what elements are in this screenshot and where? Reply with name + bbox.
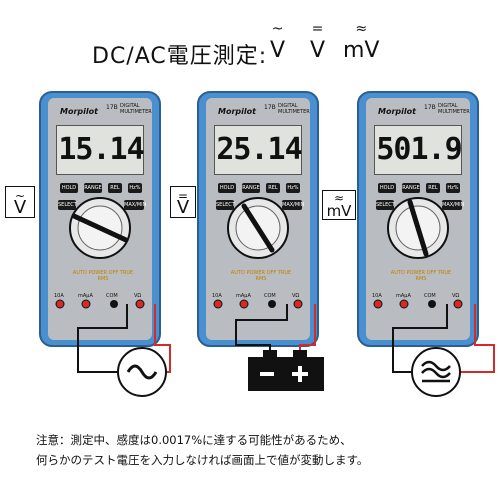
- mode-label-ac-volt: ~ V: [5, 186, 35, 218]
- jack-ma-label: mAμA: [78, 293, 93, 299]
- title-row: DC/AC電圧測定: ~V =V ≈mV: [0, 21, 500, 69]
- jack-com-label: COM: [264, 293, 276, 299]
- note-line-1: 注意：測定中、感度は0.0017%に達する可能性があるため、: [36, 433, 352, 447]
- range-button[interactable]: RANGE: [242, 183, 260, 193]
- jack-10a-label: 10A: [54, 293, 64, 299]
- range-button[interactable]: RANGE: [402, 183, 420, 193]
- jack-ma-label: mAμA: [236, 293, 251, 299]
- power-text: AUTO POWER OFF TRUE RMS: [72, 270, 134, 282]
- range-button[interactable]: RANGE: [84, 183, 102, 193]
- lcd-display: 15.14: [56, 125, 145, 175]
- hz-button[interactable]: Hz%: [286, 183, 300, 193]
- jack-v-label: VΩ: [134, 293, 142, 299]
- model-label: 17B: [106, 104, 118, 111]
- wiring: [77, 304, 495, 397]
- page-title: DC/AC電圧測定:: [92, 44, 268, 69]
- battery-icon: [248, 350, 324, 391]
- kind-label: DIGITAL MULTIMETER: [120, 103, 152, 115]
- kind-label: DIGITAL MULTIMETER: [278, 103, 310, 115]
- hz-button[interactable]: Hz%: [446, 183, 460, 193]
- power-text: AUTO POWER OFF TRUE RMS: [230, 270, 292, 282]
- rel-button[interactable]: REL: [108, 183, 122, 193]
- lcd-reading: 15.14: [58, 132, 144, 167]
- mode-label-ac-millivolt: ≈ mV: [322, 190, 356, 220]
- jack-10a-label: 10A: [372, 293, 382, 299]
- brand-label: Morpilot: [378, 107, 416, 116]
- maxmin-button[interactable]: MAX/MIN: [442, 200, 465, 210]
- note-line-2: 何らかのテスト電圧を入力しなければ画面上で値が変動します。: [36, 453, 369, 467]
- power-text: AUTO POWER OFF TRUE RMS: [390, 270, 452, 282]
- multimeter-2: Morpilot 17B DIGITAL MULTIMETER 25.14 HO…: [196, 90, 320, 348]
- jack-com-label: COM: [106, 293, 118, 299]
- model-label: 17B: [424, 104, 436, 111]
- jack-10a-label: 10A: [212, 293, 222, 299]
- rel-button[interactable]: REL: [266, 183, 280, 193]
- multimeter-3: Morpilot 17B DIGITAL MULTIMETER 501.9 HO…: [356, 90, 480, 348]
- ac-source-icon: [117, 347, 167, 397]
- hz-button[interactable]: Hz%: [128, 183, 142, 193]
- rel-button[interactable]: REL: [426, 183, 440, 193]
- brand-label: Morpilot: [218, 107, 256, 116]
- ac-mv-source-icon: [411, 347, 461, 397]
- jack-com-label: COM: [424, 293, 436, 299]
- jack-v-label: VΩ: [292, 293, 300, 299]
- lcd-display: 501.9: [374, 125, 463, 175]
- ac-millivolt-symbol: ≈mV: [343, 21, 380, 63]
- brand-label: Morpilot: [60, 107, 98, 116]
- select-button[interactable]: SELECT: [376, 200, 395, 210]
- model-label: 17B: [264, 104, 276, 111]
- lcd-display: 25.14: [214, 125, 303, 175]
- kind-label: DIGITAL MULTIMETER: [438, 103, 470, 115]
- maxmin-button[interactable]: MAX/MIN: [124, 200, 147, 210]
- mode-label-dc-volt: = V: [170, 186, 196, 218]
- ac-volt-symbol: ~V: [270, 21, 286, 63]
- select-button[interactable]: SELECT: [58, 200, 77, 210]
- hold-button[interactable]: HOLD: [378, 183, 396, 193]
- dc-volt-symbol: =V: [310, 21, 326, 63]
- jack-v-label: VΩ: [452, 293, 460, 299]
- hold-button[interactable]: HOLD: [60, 183, 78, 193]
- lcd-reading: 501.9: [376, 132, 462, 167]
- multimeter-1: Morpilot 17B DIGITAL MULTIMETER 15.14 HO…: [38, 90, 162, 348]
- lcd-reading: 25.14: [216, 132, 302, 167]
- select-button[interactable]: SELECT: [216, 200, 235, 210]
- hold-button[interactable]: HOLD: [218, 183, 236, 193]
- maxmin-button[interactable]: MAX/MIN: [282, 200, 305, 210]
- jack-ma-label: mAμA: [396, 293, 411, 299]
